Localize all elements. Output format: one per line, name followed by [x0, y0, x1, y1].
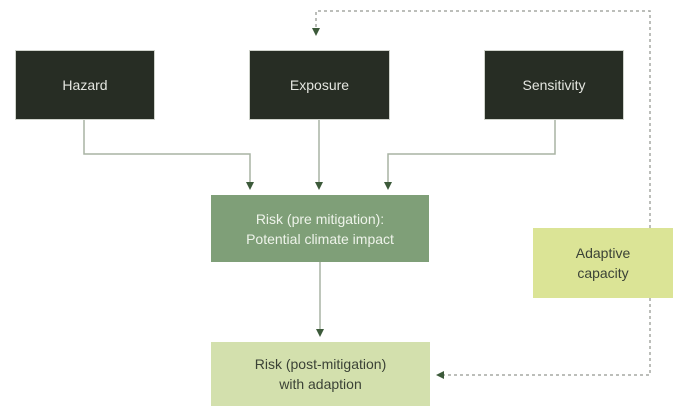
edge-adaptive-to-risk-post	[436, 298, 651, 379]
edge-sensitivity-to-risk-pre	[384, 120, 556, 190]
sensitivity-label: Sensitivity	[522, 77, 586, 93]
exposure-node: Exposure	[249, 50, 390, 120]
exposure-label: Exposure	[289, 77, 350, 93]
risk-pre-mitigation-node: Risk (pre mitigation): Potential climate…	[211, 195, 429, 262]
adaptive-capacity-node: Adaptive capacity	[533, 228, 673, 298]
adaptive-label-line2: capacity	[577, 265, 629, 281]
edge-hazard-to-risk-pre	[83, 120, 254, 190]
hazard-label: Hazard	[62, 77, 108, 93]
hazard-node: Hazard	[15, 50, 155, 120]
edge-adaptive-to-exposure	[312, 10, 651, 228]
sensitivity-node: Sensitivity	[484, 50, 624, 120]
risk-post-label-line2: with adaption	[279, 376, 362, 392]
adaptive-label-line1: Adaptive	[575, 245, 631, 261]
risk-post-label-line1: Risk (post-mitigation)	[254, 356, 387, 372]
risk-post-mitigation-node: Risk (post-mitigation) with adaption	[211, 342, 430, 406]
risk-pre-label-line2: Potential climate impact	[246, 230, 394, 247]
risk-pre-label-line1: Risk (pre mitigation):	[255, 210, 385, 227]
